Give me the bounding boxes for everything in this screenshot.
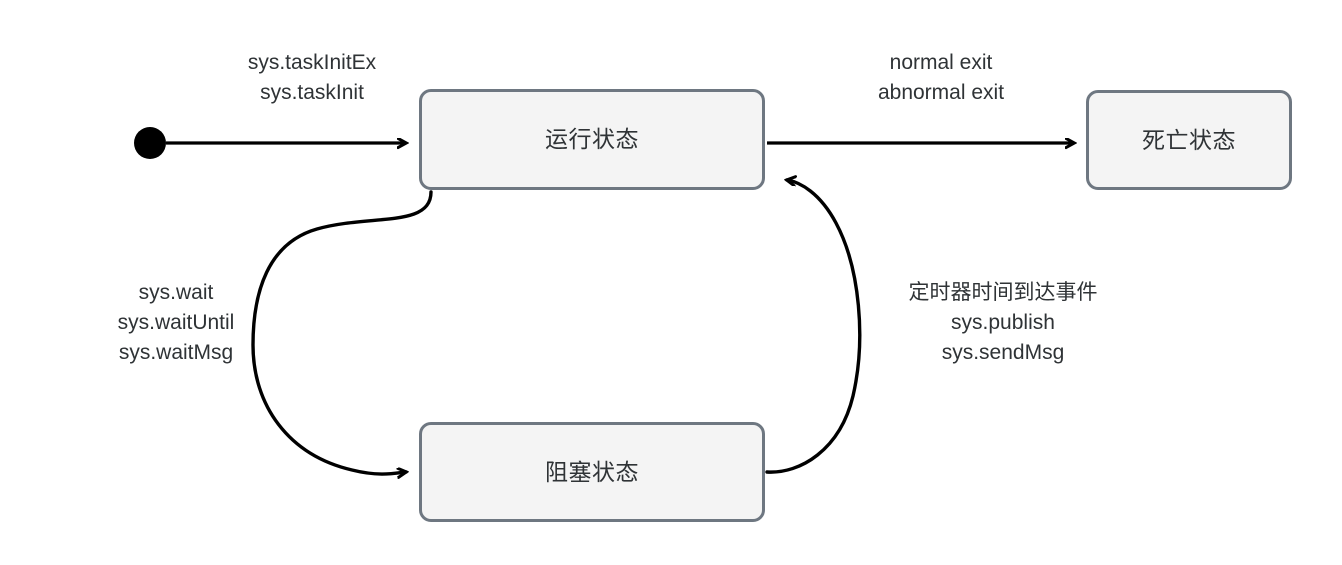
edge-label-line: sys.waitUntil — [117, 310, 235, 334]
state-label-dead: 死亡状态 — [1142, 126, 1236, 153]
edge-label-line: abnormal exit — [877, 80, 1005, 104]
state-node-running[interactable]: 运行状态 — [419, 89, 765, 190]
edge-label-line: sys.taskInit — [260, 80, 364, 104]
edge-label-line: sys.waitMsg — [118, 340, 234, 364]
edge-label-line: normal exit — [889, 51, 993, 74]
edge-label-running-to-blocked: sys.wait sys.waitUntil sys.waitMsg — [86, 278, 266, 367]
state-node-blocked[interactable]: 阻塞状态 — [419, 422, 765, 522]
edge-label-line: sys.sendMsg — [941, 340, 1065, 364]
initial-state-marker — [134, 127, 166, 159]
edge-label-line: sys.publish — [951, 310, 1055, 334]
edge-blocked-to-running — [765, 180, 862, 474]
edge-label-line: sys.wait — [138, 281, 214, 304]
edge-label-init-to-running: sys.taskInitEx sys.taskInit — [226, 48, 398, 108]
edge-label-line: 定时器时间到达事件 — [908, 281, 1098, 304]
edge-label-line: sys.taskInitEx — [247, 51, 377, 74]
state-node-dead[interactable]: 死亡状态 — [1086, 90, 1292, 190]
state-label-running: 运行状态 — [545, 126, 639, 152]
edge-running-to-blocked — [251, 190, 433, 474]
edge-label-running-to-dead: normal exit abnormal exit — [855, 48, 1027, 108]
state-label-blocked: 阻塞状态 — [545, 458, 639, 485]
edge-label-blocked-to-running: 定时器时间到达事件 sys.publish sys.sendMsg — [878, 278, 1128, 367]
